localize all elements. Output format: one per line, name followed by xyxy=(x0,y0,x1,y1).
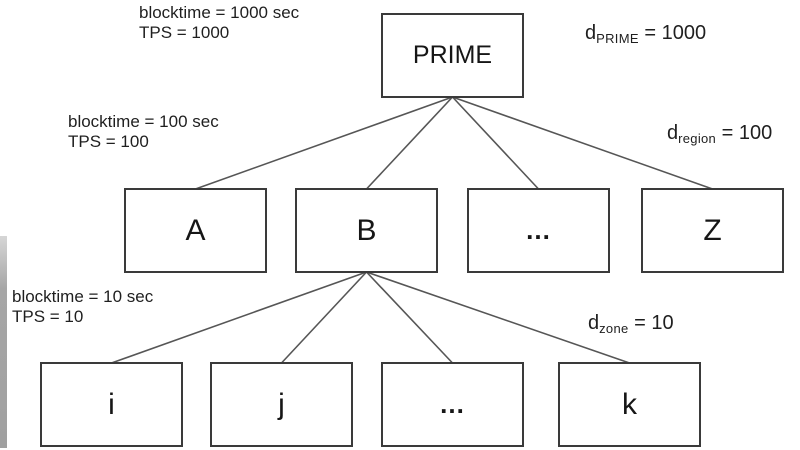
node-region-z-label: Z xyxy=(703,213,722,247)
degree-prime-base: d xyxy=(585,22,597,44)
connector-line-B-zone-dots xyxy=(365,271,454,364)
node-region-a-label: A xyxy=(185,213,206,247)
degree-label-prime: dPRIME = 1000 xyxy=(585,22,706,46)
node-zone-i: i xyxy=(40,362,183,447)
connector-line-prime-region-dots xyxy=(451,96,540,190)
node-prime: PRIME xyxy=(381,13,524,98)
degree-zone-base: d xyxy=(588,312,600,334)
node-zone-j: j xyxy=(210,362,353,447)
degree-region-subscript: region xyxy=(678,131,717,146)
node-zone-k: k xyxy=(558,362,701,447)
node-region-ellipsis-label: ... xyxy=(526,215,551,245)
degree-prime-subscript: PRIME xyxy=(596,31,639,46)
annotation-region-blocktime: blocktime = 100 sec xyxy=(68,112,219,131)
degree-region-value: = 100 xyxy=(721,122,773,144)
degree-zone-subscript: zone xyxy=(599,321,629,336)
node-zone-ellipsis: ... xyxy=(381,362,524,447)
annotation-prime-tps: TPS = 1000 xyxy=(139,23,230,42)
degree-label-zone: dzone = 10 xyxy=(588,312,674,336)
node-region-a: A xyxy=(124,188,267,273)
node-prime-label: PRIME xyxy=(412,41,493,69)
node-region-ellipsis: ... xyxy=(467,188,610,273)
annotation-zone-tps: TPS = 10 xyxy=(12,307,84,326)
node-zone-j-label: j xyxy=(278,387,285,421)
degree-zone-value: = 10 xyxy=(634,312,674,334)
connector-line-prime-A xyxy=(195,96,453,190)
node-zone-k-label: k xyxy=(622,387,637,421)
annotation-zone-blocktime: blocktime = 10 sec xyxy=(12,287,154,306)
degree-prime-value: = 1000 xyxy=(644,22,707,44)
node-region-b: B xyxy=(295,188,438,273)
connector-line-prime-B xyxy=(365,96,454,190)
degree-label-region: dregion = 100 xyxy=(667,122,772,146)
node-region-z: Z xyxy=(641,188,784,273)
connector-line-B-j xyxy=(280,271,368,364)
screen-edge-artifact xyxy=(0,236,7,448)
annotation-prime-blocktime: blocktime = 1000 sec xyxy=(139,3,300,22)
node-zone-i-label: i xyxy=(108,387,115,421)
annotation-region-level: blocktime = 100 sec TPS = 100 xyxy=(68,112,219,152)
degree-region-base: d xyxy=(667,122,679,144)
annotation-region-tps: TPS = 100 xyxy=(68,132,149,151)
node-zone-ellipsis-label: ... xyxy=(440,389,465,419)
annotation-zone-level: blocktime = 10 sec TPS = 10 xyxy=(12,287,153,327)
node-region-b-label: B xyxy=(356,213,377,247)
annotation-prime-level: blocktime = 1000 sec TPS = 1000 xyxy=(139,3,299,43)
